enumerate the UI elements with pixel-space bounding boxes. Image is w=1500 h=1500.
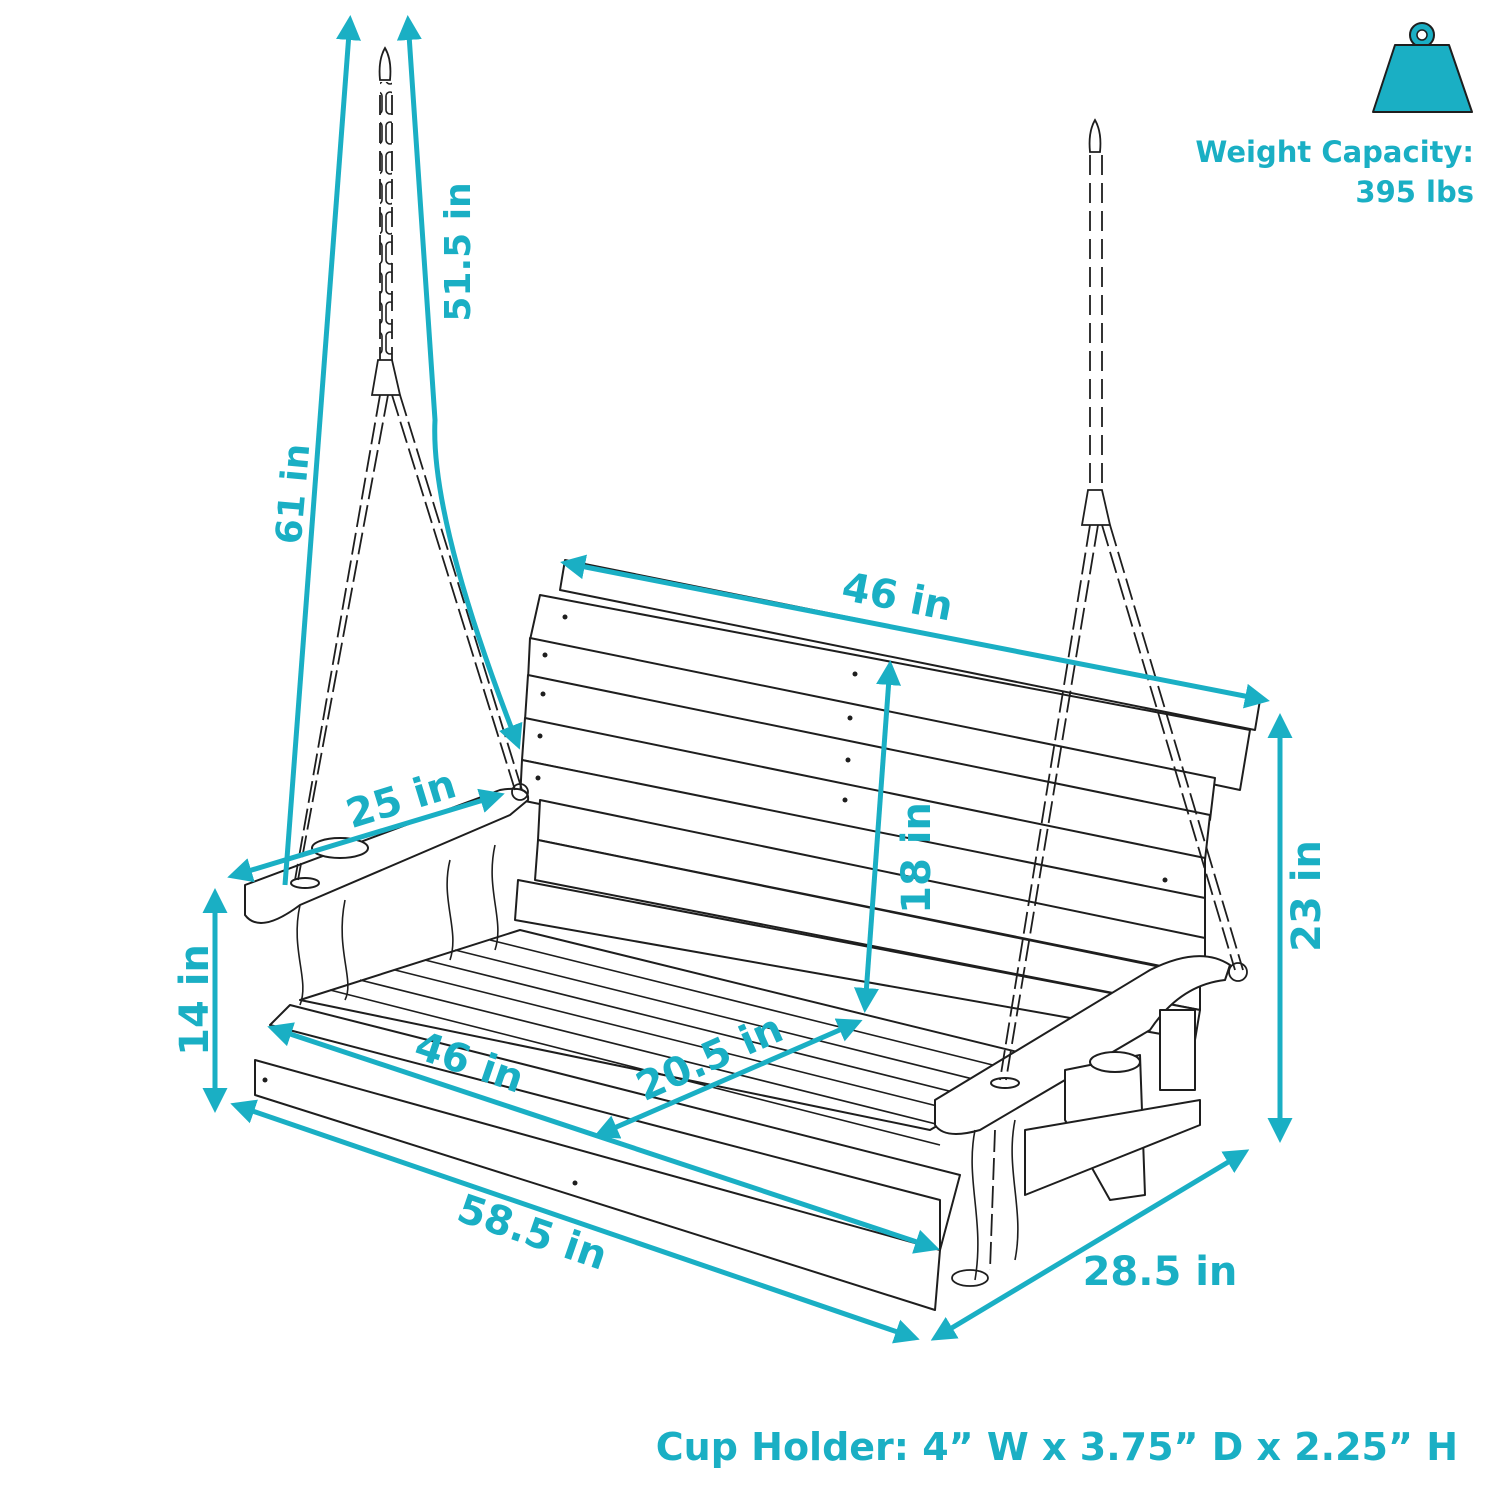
dim-61in-line	[282, 15, 361, 886]
dim-28-5in-line	[930, 1149, 1250, 1341]
label-18in: 18 in	[894, 802, 940, 914]
dim-46in-back-line	[560, 554, 1270, 709]
swing-illustration	[244, 46, 1261, 1311]
weight-icon	[1372, 22, 1473, 113]
dim-25in-line	[227, 788, 505, 883]
weight-capacity-label: Weight Capacity:	[1195, 135, 1474, 169]
dim-58-5in-line	[230, 1099, 920, 1344]
dimension-lines	[202, 15, 1293, 1344]
label-23in: 23 in	[1284, 840, 1330, 952]
dim-18in-line	[853, 660, 902, 1013]
label-14in: 14 in	[172, 944, 218, 1056]
label-51-5in: 51.5 in	[438, 182, 479, 321]
right-armrest	[934, 955, 1231, 1281]
weight-capacity-value: 395 lbs	[1355, 175, 1474, 209]
label-61in: 61 in	[269, 442, 319, 546]
weight-capacity: Weight Capacity: 395 lbs	[1195, 132, 1474, 212]
dim-51-5in-line	[396, 15, 523, 750]
label-28-5in: 28.5 in	[1083, 1249, 1238, 1295]
cup-holder-dimensions: Cup Holder: 4” W x 3.75” D x 2.25” H	[655, 1425, 1458, 1469]
